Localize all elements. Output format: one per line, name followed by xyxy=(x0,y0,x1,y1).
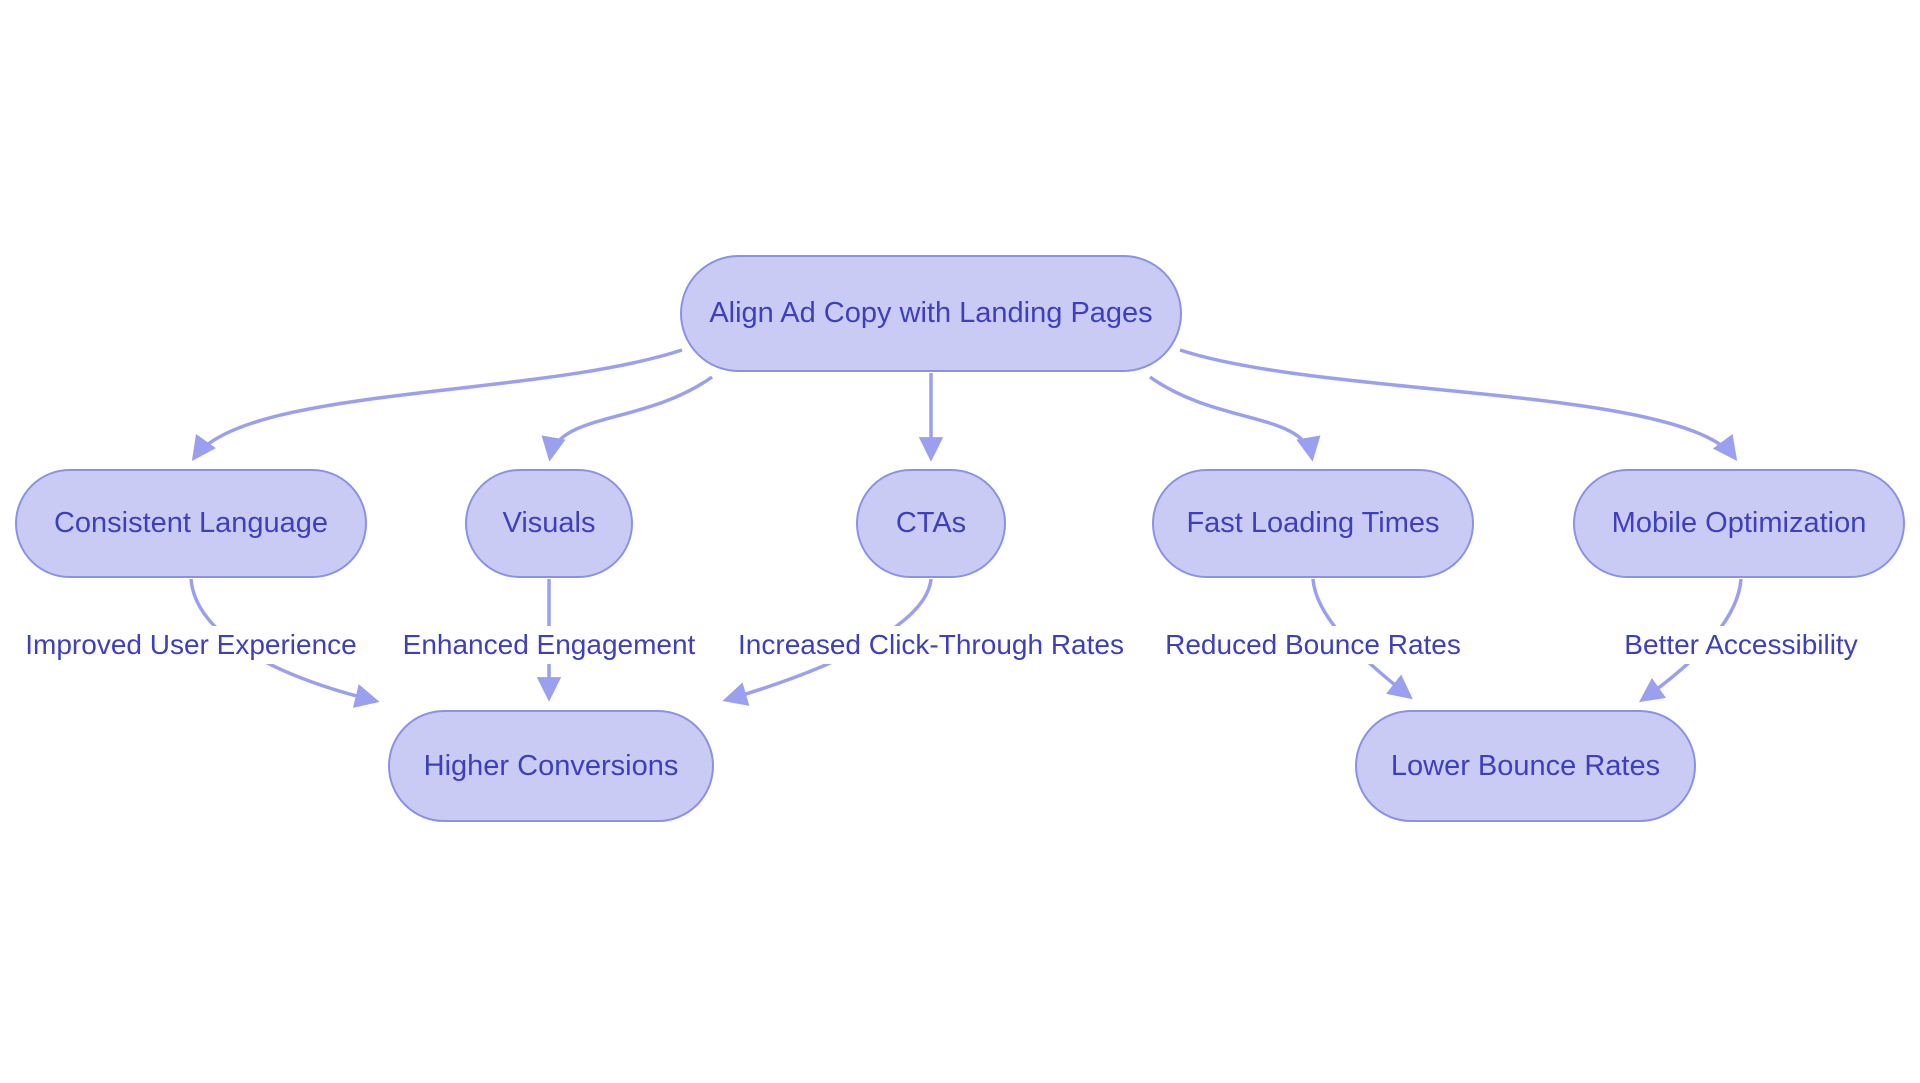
edge-root-to-consistent-language xyxy=(191,348,683,461)
edge-root-to-mobile-optimization xyxy=(1179,348,1738,461)
edge-root-to-fast-loading-times xyxy=(1148,375,1321,462)
edge-root-to-visuals xyxy=(541,375,714,462)
edge-label-enhanced-engagement: Enhanced Engagement xyxy=(390,626,708,664)
edge-label-improved-user-experience: Improved User Experience xyxy=(13,626,369,664)
node-ctas: CTAs xyxy=(856,469,1006,578)
node-consistent-language: Consistent Language xyxy=(15,469,367,578)
node-lower-bounce-rates: Lower Bounce Rates xyxy=(1355,710,1696,822)
edge-label-reduced-bounce-rates: Reduced Bounce Rates xyxy=(1153,626,1473,664)
edge-label-better-accessibility: Better Accessibility xyxy=(1612,626,1870,664)
edge-label-increased-click-through-rates: Increased Click-Through Rates xyxy=(726,626,1136,664)
node-align-ad-copy-with-landing-pages: Align Ad Copy with Landing Pages xyxy=(680,255,1182,372)
node-fast-loading-times: Fast Loading Times xyxy=(1152,469,1474,578)
node-higher-conversions: Higher Conversions xyxy=(388,710,714,822)
node-visuals: Visuals xyxy=(465,469,633,578)
node-mobile-optimization: Mobile Optimization xyxy=(1573,469,1905,578)
